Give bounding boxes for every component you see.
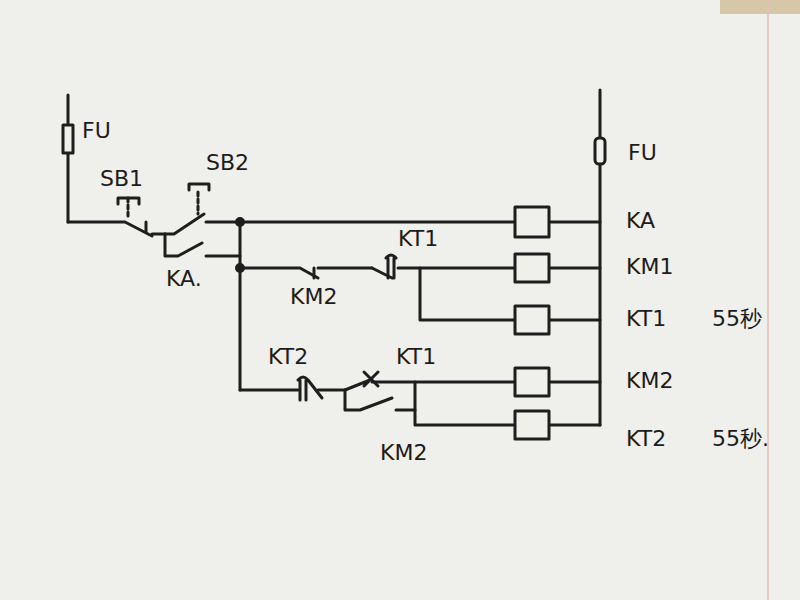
button-head <box>118 198 139 204</box>
wire <box>318 389 345 392</box>
button-stem <box>197 192 200 214</box>
table-edge <box>720 0 800 14</box>
button-head <box>189 184 209 190</box>
margin-line <box>767 0 769 600</box>
button-label: SB1 <box>100 166 143 192</box>
contact-label: KT1 <box>398 226 438 252</box>
fuse-symbol <box>595 138 605 164</box>
delay-note: 55秒 <box>712 306 762 332</box>
relay-coil <box>515 254 549 282</box>
wire <box>206 255 240 258</box>
wire <box>398 267 600 270</box>
timer-contact <box>372 255 396 278</box>
contact <box>345 390 392 410</box>
delay-note: 55秒. <box>712 426 769 452</box>
coil-label: KM1 <box>626 254 673 280</box>
relay-coil <box>515 368 549 396</box>
left-rail <box>67 95 70 222</box>
coil-label: KT1 <box>626 306 666 332</box>
timer-coil <box>515 306 549 334</box>
contact-label: KM2 <box>290 284 337 310</box>
wire <box>396 382 415 410</box>
button-stem <box>127 198 130 218</box>
coil-label: KM2 <box>626 368 673 394</box>
contact <box>165 214 204 234</box>
contact <box>240 268 318 278</box>
relay-coil <box>515 207 549 237</box>
contact-label: KT2 <box>268 344 308 370</box>
wire <box>68 222 152 236</box>
button-label: SB2 <box>206 150 249 176</box>
wire <box>372 381 600 384</box>
contact-label: KT1 <box>396 344 436 370</box>
contact-label: KM2 <box>380 440 427 466</box>
fuse-label: FU <box>628 140 657 166</box>
contact <box>165 234 202 256</box>
bus-wire <box>239 222 242 390</box>
fuse-symbol <box>63 125 73 153</box>
wire <box>420 268 600 320</box>
contact-label: KA. <box>166 266 202 292</box>
timer-coil <box>515 411 549 439</box>
junction-dot <box>237 219 244 226</box>
fuse-label: FU <box>82 118 111 144</box>
contact <box>146 222 165 234</box>
wire <box>240 389 298 392</box>
wire <box>314 268 372 278</box>
coil-label: KA <box>626 208 655 234</box>
wire <box>415 410 600 425</box>
coil-label: KT2 <box>626 426 666 452</box>
